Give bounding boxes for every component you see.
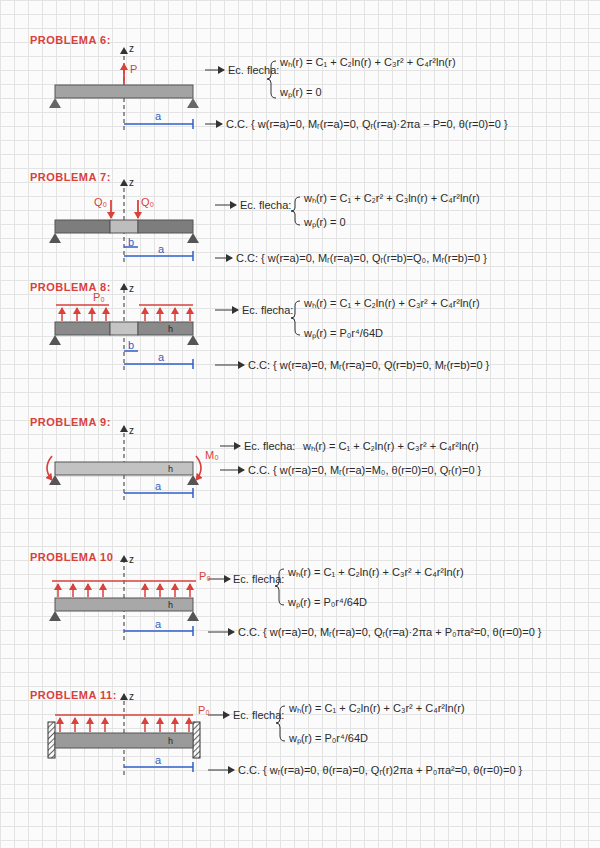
thickness-label: h [168,598,173,612]
equation-line: wₕ(r) = C₁ + C₂ln(r) + C₃r² + C₄r²ln(r) [280,55,456,69]
problem-heading: PROBLEMA 6: [30,33,111,47]
equation-heading: Ec. flecha: [233,572,284,586]
problem-heading: PROBLEMA 11: [30,688,117,702]
equation-heading: Ec. flecha: [240,198,291,212]
equation-line: wₕ(r) = C₁ + C₂ln(r) + C₃r² + C₄r²ln(r) [288,565,464,579]
boundary-conditions: C.C. { w(r=a)=0, Mᵣ(r=a)=0, Qᵣ(r=a)·2πa … [226,117,508,131]
dimension-label: a [155,753,161,767]
dimension-label: a [158,350,164,364]
problem-11-sketch [48,694,285,775]
equation-line: wₕ(r) = C₁ + C₂r² + C₃ln(r) + C₄r²ln(r) [304,191,480,205]
problem-6-sketch [49,48,276,130]
axis-label: z [129,176,134,190]
thickness-label: h [168,734,173,748]
axis-label: z [129,282,134,296]
dimension-label: a [155,479,161,493]
moment-label: M₀ [205,448,219,462]
dimension-label: a [155,109,161,123]
dimension-label: a [155,617,161,631]
problem-9-sketch [47,426,244,500]
equation-line: wₕ(r) = C₁ + C₂ln(r) + C₃r² + C₄r²ln(r) [303,439,479,453]
boundary-conditions: C.C. { wᵣ(r=a)=0, θ(r=a)=0, Qᵣ(r)2πa + P… [238,763,522,777]
equation-heading: Ec. flecha: [242,303,293,317]
axis-label: z [129,424,134,438]
problem-heading: PROBLEMA 10 [30,550,113,564]
equation-line: wₚ(r) = 0 [304,215,346,229]
equation-line: wₚ(r) = P₀r⁴/64D [304,326,383,340]
problem-heading: PROBLEMA 9: [30,415,111,429]
load-label: Q₀ [94,195,107,209]
boundary-conditions: C.C: { w(r=a)=0, Mᵣ(r=a)=0, Qᵣ(r=b)=Q₀, … [236,251,487,265]
thickness-label: h [168,462,173,476]
dimension-label: b [128,338,134,352]
thickness-label: h [168,322,173,336]
boundary-conditions: C.C. { w(r=a)=0, Mᵣ(r=a)=0, Qᵣ(r=a)·2πa … [238,625,542,639]
dimension-label: a [158,242,164,256]
load-label: P₀ [198,703,210,717]
boundary-conditions: C.C. { w(r=a)=0, Mᵣ(r=a)=M₀, θ(r=0)=0, Q… [248,463,481,477]
boundary-conditions: C.C: { w(r=a)=0, Mᵣ(r=a)=0, Q(r=b)=0, Mᵣ… [248,358,489,372]
axis-label: z [129,553,134,567]
equation-line: wₚ(r) = 0 [280,85,322,99]
equation-heading: Ec. flecha: [244,439,295,453]
equation-line: wₚ(r) = P₀r⁴/64D [289,731,368,745]
equation-heading: Ec. flecha: [233,708,284,722]
problem-8-sketch [49,284,300,370]
equation-line: wₕ(r) = C₁ + C₂ln(r) + C₃r² + C₄r²ln(r) [304,296,480,310]
load-label: Q₀ [141,195,154,209]
dimension-label: b [128,235,134,249]
equation-line: wₚ(r) = P₀r⁴/64D [288,595,367,609]
problem-7-sketch [49,180,300,262]
load-label: P [130,62,137,76]
axis-label: z [129,42,134,56]
problem-heading: PROBLEMA 7: [30,170,111,184]
equation-line: wₕ(r) = C₁ + C₂ln(r) + C₃r² + C₄r²ln(r) [289,701,465,715]
axis-label: z [129,690,134,704]
equation-heading: Ec. flecha: [228,63,279,77]
load-label: P₀ [199,569,211,583]
load-label: P₀ [93,290,105,304]
